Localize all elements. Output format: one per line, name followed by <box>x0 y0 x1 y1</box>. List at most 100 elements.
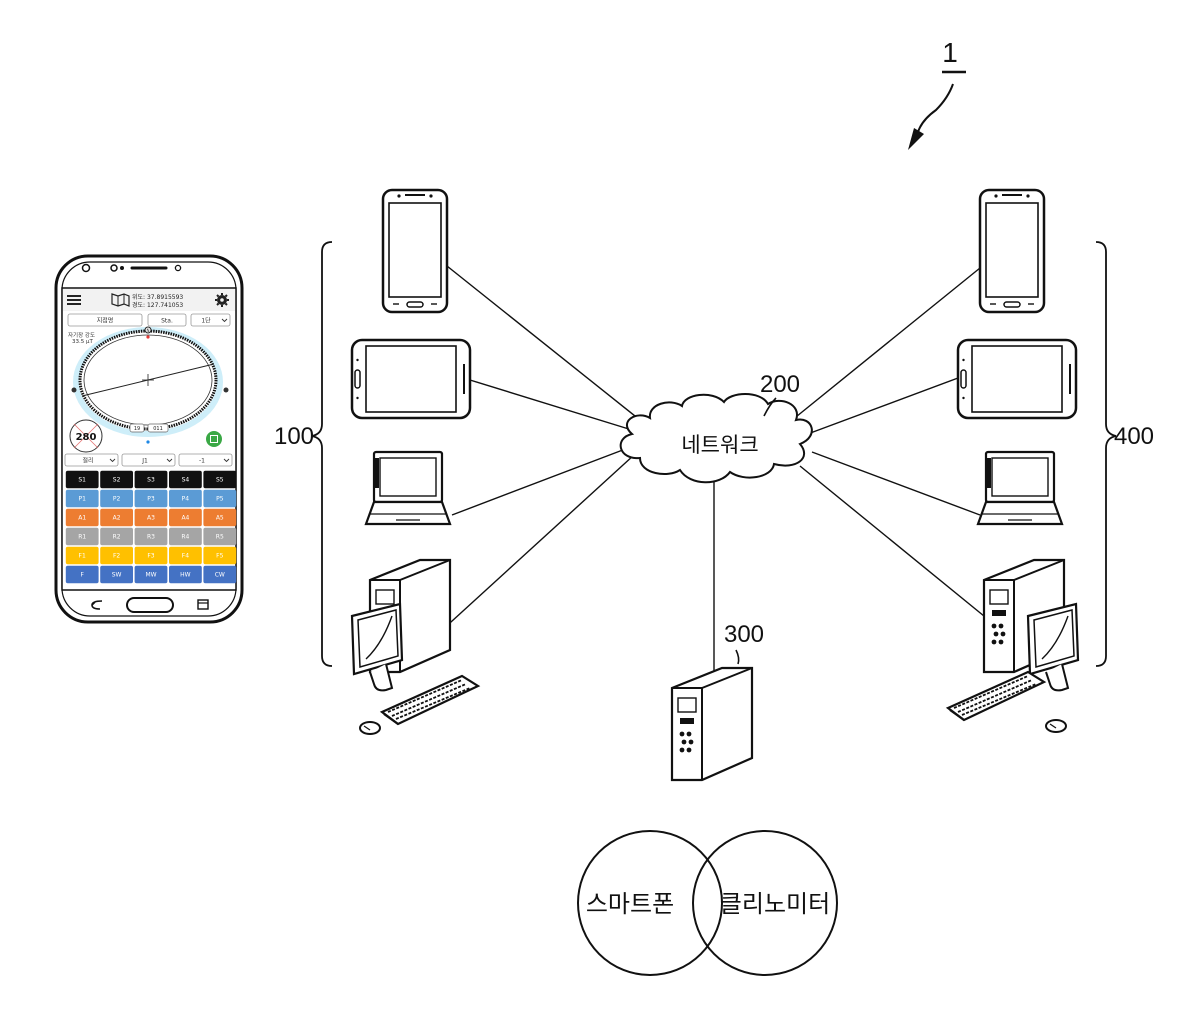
grid-button-f4[interactable]: F4 <box>169 547 202 564</box>
left-brace <box>312 242 332 666</box>
system-reference: 1 <box>908 37 966 150</box>
client-group-right: 400 <box>948 190 1154 732</box>
grid-button-label: S3 <box>147 477 155 484</box>
gear-icon[interactable] <box>215 293 229 307</box>
network-text: 네트워크 <box>681 433 758 457</box>
svg-text:Sta.: Sta. <box>161 318 173 325</box>
network-cloud: 네트워크 200 <box>621 371 812 482</box>
magnetic-field-value: 33.5 μT <box>72 339 93 345</box>
grid-button-r2[interactable]: R2 <box>100 528 133 545</box>
value-select[interactable]: -1 <box>179 454 232 466</box>
svg-text:절리: 절리 <box>82 457 93 465</box>
save-button[interactable] <box>206 431 222 447</box>
grid-button-a4[interactable]: A4 <box>169 509 202 526</box>
station-button[interactable]: Sta. <box>148 314 186 326</box>
dip-right-value: 011 <box>153 426 163 432</box>
smartphone-device <box>383 190 447 312</box>
grid-button-f2[interactable]: F2 <box>100 547 133 564</box>
latitude-text: 위도: 37.8915593 <box>132 293 183 301</box>
grid-button-label: SW <box>112 572 122 579</box>
grid-button-r3[interactable]: R3 <box>135 528 168 545</box>
network-ref-label: 200 <box>760 371 800 398</box>
grid-button-label: P3 <box>147 496 155 503</box>
home-button[interactable] <box>127 598 173 612</box>
grid-button-label: A5 <box>216 515 224 522</box>
smartphone-app-mockup: 위도: 37.8915593 경도: 127.741053 지점명 Sta. 1… <box>56 256 242 622</box>
client-group-label: 100 <box>274 423 314 450</box>
grid-button-p3[interactable]: P3 <box>135 490 168 507</box>
grid-button-p1[interactable]: P1 <box>66 490 99 507</box>
grid-button-label: A3 <box>147 515 155 522</box>
grid-button-label: F <box>80 572 84 579</box>
right-brace <box>1096 242 1116 666</box>
grid-button-label: P4 <box>182 496 190 503</box>
grid-button-label: P5 <box>216 496 224 503</box>
grid-button-mw[interactable]: MW <box>135 566 168 583</box>
type-select[interactable]: 절리 <box>65 454 118 466</box>
grid-button-label: R5 <box>216 534 224 541</box>
front-camera-icon <box>83 265 90 272</box>
grid-button-label: R1 <box>78 534 86 541</box>
grid-button-cw[interactable]: CW <box>203 566 236 583</box>
venn-right-label: 클리노미터 <box>720 890 830 918</box>
heading-value: 280 <box>76 432 97 443</box>
venn-left-label: 스마트폰 <box>586 890 674 918</box>
grid-button-s4[interactable]: S4 <box>169 471 202 488</box>
grid-button-a3[interactable]: A3 <box>135 509 168 526</box>
grid-button-p2[interactable]: P2 <box>100 490 133 507</box>
grid-button-s3[interactable]: S3 <box>135 471 168 488</box>
grid-button-label: HW <box>180 572 191 579</box>
grid-button-sw[interactable]: SW <box>100 566 133 583</box>
grid-button-label: A1 <box>78 515 86 522</box>
grid-button-p5[interactable]: P5 <box>203 490 236 507</box>
grid-button-hw[interactable]: HW <box>169 566 202 583</box>
step-select[interactable]: 1단 <box>191 314 230 326</box>
venn-diagram: 스마트폰 클리노미터 <box>578 831 837 975</box>
dip-left-value: 19 <box>134 426 140 432</box>
arrow-head-icon <box>908 128 924 150</box>
grid-button-label: F4 <box>182 553 189 560</box>
grid-button-a5[interactable]: A5 <box>203 509 236 526</box>
desktop-computer <box>352 560 478 734</box>
joint-select[interactable]: J1 <box>122 454 175 466</box>
grid-button-label: P1 <box>78 496 86 503</box>
client-group-left: 100 <box>274 190 478 734</box>
grid-button-r4[interactable]: R4 <box>169 528 202 545</box>
grid-button-a2[interactable]: A2 <box>100 509 133 526</box>
grid-button-label: A4 <box>181 515 189 522</box>
grid-button-f5[interactable]: F5 <box>203 547 236 564</box>
grid-button-s1[interactable]: S1 <box>66 471 99 488</box>
grid-button-label: R4 <box>181 534 189 541</box>
group-b-label: 400 <box>1114 423 1154 450</box>
magnetic-field-label: 자기장 강도 <box>68 331 95 339</box>
svg-text:N: N <box>147 328 150 333</box>
heading-dial: 280 <box>70 420 102 452</box>
grid-button-s5[interactable]: S5 <box>203 471 236 488</box>
laptop-device <box>978 452 1062 524</box>
menu-icon[interactable] <box>67 295 81 305</box>
grid-button-f1[interactable]: F1 <box>66 547 99 564</box>
smartphone-device <box>980 190 1044 312</box>
desktop-computer <box>948 560 1078 732</box>
svg-text:-1: -1 <box>199 458 205 465</box>
location-name-button[interactable]: 지점명 <box>68 314 142 326</box>
longitude-text: 경도: 127.741053 <box>132 302 183 309</box>
grid-button-r1[interactable]: R1 <box>66 528 99 545</box>
server-ref-label: 300 <box>724 621 764 648</box>
grid-button-p4[interactable]: P4 <box>169 490 202 507</box>
system-label: 1 <box>942 37 958 68</box>
grid-button-label: S5 <box>216 477 224 484</box>
grid-button-f3[interactable]: F3 <box>135 547 168 564</box>
grid-button-f[interactable]: F <box>66 566 99 583</box>
grid-button-label: F5 <box>216 553 223 560</box>
grid-button-label: F1 <box>79 553 86 560</box>
svg-text:1단: 1단 <box>201 317 211 325</box>
grid-button-label: S4 <box>182 477 190 484</box>
tablet-device <box>352 340 470 418</box>
grid-button-s2[interactable]: S2 <box>100 471 133 488</box>
grid-button-label: F3 <box>147 553 154 560</box>
grid-button-a1[interactable]: A1 <box>66 509 99 526</box>
grid-button-r5[interactable]: R5 <box>203 528 236 545</box>
grid-button-label: P2 <box>113 496 121 503</box>
